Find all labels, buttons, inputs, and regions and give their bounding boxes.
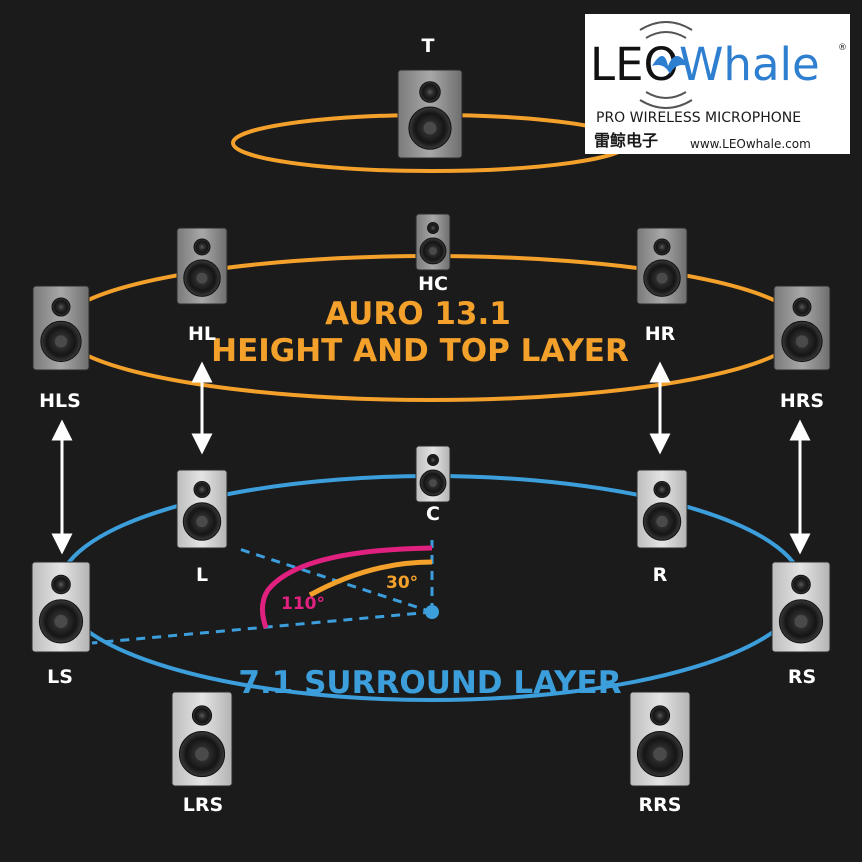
speaker-hrs — [773, 285, 831, 371]
label-rrs: RRS — [639, 794, 682, 816]
label-c: C — [426, 503, 440, 525]
label-t: T — [422, 35, 435, 57]
label-hr: HR — [645, 323, 676, 345]
speaker-rs — [771, 561, 831, 653]
label-hc: HC — [418, 273, 448, 295]
speaker-rrs — [629, 691, 691, 787]
logo-whale: Whale — [679, 38, 820, 91]
svg-text:LEOWhale: LEOWhale — [590, 38, 820, 91]
angle-110-arc — [260, 545, 433, 629]
speaker-r — [636, 469, 688, 549]
angle-30-label: 30° — [386, 573, 418, 593]
listening-angles: 30° 110° — [91, 540, 439, 645]
label-ls: LS — [47, 666, 73, 688]
label-lrs: LRS — [183, 794, 223, 816]
logo-chinese-name: 雷鲸电子 — [594, 131, 658, 150]
angle-30-arc — [308, 559, 433, 598]
height-layer-title-line2: HEIGHT AND TOP LAYER — [211, 333, 629, 369]
speaker-l — [176, 469, 228, 549]
speaker-hc — [415, 213, 451, 271]
whale-tail-icon — [652, 56, 688, 74]
speaker-ls — [31, 561, 91, 653]
label-rs: RS — [788, 666, 816, 688]
logo-trademark: ® — [838, 43, 847, 53]
logo-url: www.LEOwhale.com — [690, 137, 811, 151]
height-layer-title-line1: AURO 13.1 — [325, 296, 511, 332]
label-l: L — [196, 564, 208, 586]
speaker-c — [415, 445, 451, 503]
speaker-t — [397, 69, 463, 159]
logo-tagline: PRO WIRELESS MICROPHONE — [596, 110, 801, 126]
label-r: R — [653, 564, 668, 586]
speaker-hls — [32, 285, 90, 371]
speakers-group — [31, 69, 831, 787]
label-hls: HLS — [39, 390, 81, 412]
speaker-lrs — [171, 691, 233, 787]
angle-110-label: 110° — [281, 594, 325, 614]
layer-link-arrows — [51, 361, 811, 555]
listener-position — [425, 605, 439, 619]
brand-logo: LEOWhale ® PRO WIRELESS MICROPHONE 雷鲸电子 … — [585, 14, 850, 154]
speaker-labels: T HC HL HR HLS HRS C L R LS RS LRS RRS — [39, 35, 824, 816]
label-hrs: HRS — [780, 390, 824, 412]
speaker-hl — [176, 227, 228, 305]
speaker-hr — [636, 227, 688, 305]
surround-layer-title: 7.1 SURROUND LAYER — [238, 665, 621, 701]
label-hl: HL — [188, 323, 216, 345]
